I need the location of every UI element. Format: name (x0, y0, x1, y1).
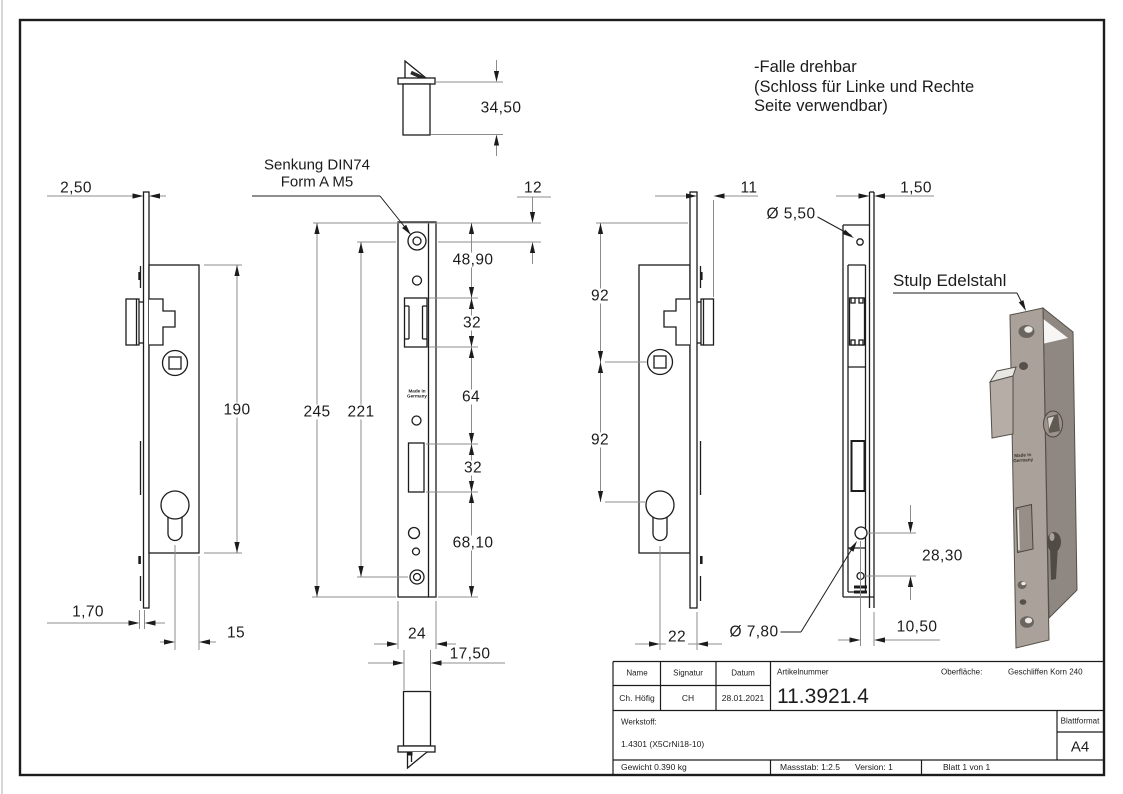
side-view-right (596, 191, 758, 650)
note-falle-drehbar: -Falle drehbar (Schloss für Linke und Re… (754, 58, 975, 115)
note-stulp-edelstahl: Stulp Edelstahl (893, 271, 1007, 290)
tb-datum-value: 28.01.2021 (721, 693, 765, 703)
tb-signatur-value: CH (681, 693, 695, 703)
tb-version: Version: 1 (855, 762, 893, 772)
tb-oberflaeche-value: Geschliffen Korn 240 (1008, 667, 1083, 677)
tb-name-value: Ch. Höfig (619, 693, 655, 703)
dim-label-22: 22 (665, 628, 689, 646)
dim-label-1-50: 1,50 (898, 179, 934, 197)
dim-label-190: 190 (221, 401, 253, 419)
dim-label-diameter-5-50: Ø 5,50 (764, 205, 818, 223)
dim-label-17-50: 17,50 (447, 645, 493, 663)
dim-label-245: 245 (301, 403, 333, 421)
dim-label-64: 64 (459, 388, 483, 406)
front-view (252, 195, 551, 770)
dim-label-48-90: 48,90 (450, 251, 496, 269)
tb-gewicht: Gewicht 0.390 kg (621, 762, 687, 772)
dim-label-2-50: 2,50 (58, 179, 94, 197)
tb-artikelnummer-label: Artikelnummer (777, 667, 829, 677)
dim-label-11: 11 (738, 179, 760, 197)
made-in-germany-3d: Made in Germany (1013, 452, 1034, 464)
title-block-grid (612, 660, 1104, 775)
dim-label-10-50: 10,50 (894, 618, 940, 636)
tb-name-label: Name (626, 668, 648, 678)
dim-label-32a: 32 (460, 314, 484, 332)
note-senkung: Senkung DIN74 Form A M5 (264, 156, 370, 190)
isometric-view (893, 292, 1078, 649)
tb-blatt: Blatt 1 von 1 (943, 762, 991, 772)
dim-label-92b: 92 (588, 431, 612, 449)
tb-signatur-label: Signatur (673, 668, 703, 678)
tb-oberflaeche-label: Oberfläche: (941, 667, 983, 677)
tb-datum-label: Datum (731, 668, 755, 678)
dim-label-221: 221 (345, 403, 377, 421)
dim-label-32b: 32 (461, 459, 485, 477)
dim-label-1-70: 1,70 (70, 603, 106, 621)
dim-label-12: 12 (521, 179, 545, 197)
rear-view (778, 191, 940, 646)
tb-werkstoff-label: Werkstoff: (621, 717, 657, 727)
dim-label-24: 24 (405, 625, 429, 643)
tb-blattformat-value: A4 (1070, 738, 1090, 756)
dim-label-68-10: 68,10 (450, 534, 496, 552)
dim-label-34-50: 34,50 (478, 99, 524, 117)
made-in-germany-front: Made in Germany (407, 388, 427, 399)
dim-label-28-30: 28,30 (920, 547, 965, 565)
dim-label-15: 15 (224, 624, 248, 642)
tb-blattformat-label: Blattformat (1060, 716, 1100, 726)
dim-label-92a: 92 (588, 287, 612, 305)
tb-massstab: Massstab: 1:2.5 (780, 762, 841, 772)
top-detail-view (397, 59, 503, 156)
side-view-left (47, 191, 242, 650)
tb-werkstoff-value: 1.4301 (X5CrNi18-10) (621, 739, 705, 749)
dim-label-diameter-7-80: Ø 7,80 (727, 623, 781, 641)
tb-artikelnummer-value: 11.3921.4 (777, 685, 869, 708)
